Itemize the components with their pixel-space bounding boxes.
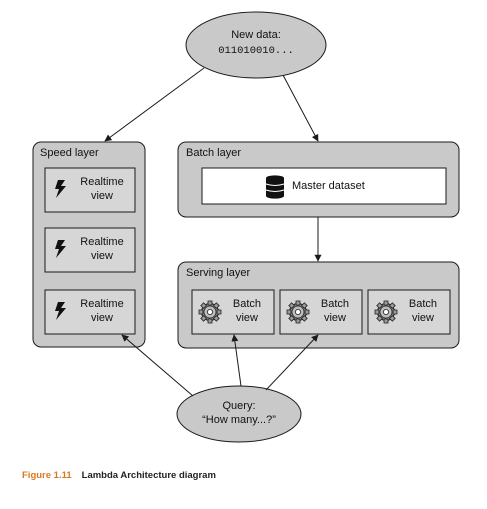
realtime-view-3-line2: view <box>90 312 113 324</box>
realtime-view-1-line1: Realtime <box>80 176 124 188</box>
batch-view-3-line1: Batch <box>408 298 438 310</box>
query-node <box>176 385 302 443</box>
realtime-view-2-line2: view <box>90 250 113 262</box>
speed-layer-title: Speed layer <box>40 147 99 159</box>
gear-icon <box>198 300 222 324</box>
query-question: “How many...?” <box>202 414 276 426</box>
master-dataset-box <box>201 167 447 205</box>
query-title: Query: <box>222 400 256 412</box>
realtime-view-1-line2: view <box>90 190 113 202</box>
speed-realtime-view-2 <box>44 227 136 273</box>
arrow-query-to-batchview-2 <box>265 334 319 391</box>
arrow-newdata-to-speed <box>104 67 205 142</box>
realtime-view-2-line1: Realtime <box>80 236 124 248</box>
batch-view-2-line1: Batch <box>320 298 350 310</box>
batch-view-3-line2: view <box>411 312 434 324</box>
master-dataset-label: Master dataset <box>292 180 365 192</box>
serving-layer-title: Serving layer <box>186 267 251 279</box>
batch-view-1-line2: view <box>235 312 258 324</box>
batch-view-1-line1: Batch <box>232 298 262 310</box>
figure-caption-text: Lambda Architecture diagram <box>81 470 216 481</box>
figure-caption: Figure 1.11 Lambda Architecture diagram <box>22 470 216 481</box>
new-data-title: New data: <box>231 29 281 41</box>
arrow-newdata-to-batch <box>282 74 319 142</box>
database-icon <box>265 175 285 199</box>
batch-view-2-line2: view <box>323 312 346 324</box>
realtime-view-3-line1: Realtime <box>80 298 124 310</box>
arrow-query-to-batchview-1 <box>231 334 242 387</box>
gear-icon <box>286 300 310 324</box>
figure-number: Figure 1.11 <box>22 470 72 481</box>
new-data-bits: 011010010... <box>218 45 294 57</box>
new-data-node <box>185 11 327 79</box>
gear-icon <box>374 300 398 324</box>
arrow-query-to-realtime <box>121 334 194 397</box>
batch-layer-title: Batch layer <box>186 147 242 159</box>
